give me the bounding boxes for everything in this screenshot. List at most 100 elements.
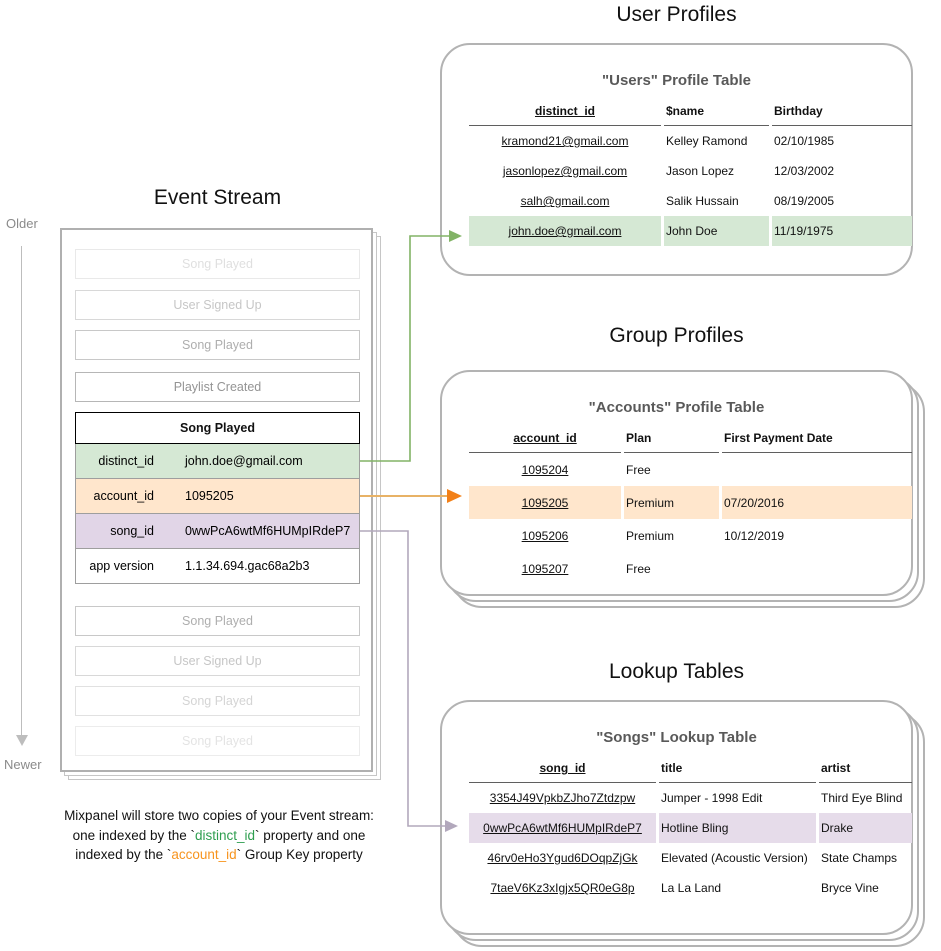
cell-birthday: 11/19/1975: [772, 216, 912, 246]
prop-key: song_id: [110, 524, 154, 538]
event-prop-distinct-id: distinct_id john.doe@gmail.com: [75, 444, 360, 479]
cell-distinct-id: jasonlopez@gmail.com: [502, 164, 628, 178]
cell-plan: Free: [626, 561, 651, 576]
table-row: 1095206 Premium 10/12/2019: [469, 519, 912, 552]
cell-distinct-id: john.doe@gmail.com: [469, 216, 661, 246]
col-plan: Plan: [624, 426, 719, 453]
cell-artist: Drake: [819, 813, 912, 843]
accounts-table-title: "Accounts" Profile Table: [588, 399, 765, 416]
timeline-line: [21, 246, 22, 735]
older-label: Older: [6, 216, 38, 231]
distinct-id-token: distinct_id: [194, 827, 256, 843]
prop-value: 1095205: [185, 489, 234, 503]
prop-value: 0wwPcA6wtMf6HUMpIRdeP7: [185, 524, 351, 538]
cell-artist: State Champs: [821, 851, 898, 865]
cell-first-payment-date: 10/12/2019: [724, 528, 785, 543]
group-profiles-title: Group Profiles: [609, 324, 744, 347]
col-account-id: account_id: [469, 426, 621, 453]
event-prop-song-id: song_id 0wwPcA6wtMf6HUMpIRdeP7: [75, 514, 360, 549]
event-prop-account-id: account_id 1095205: [75, 479, 360, 514]
user-profiles-title: User Profiles: [616, 3, 737, 26]
cell-first-payment-date: [722, 453, 912, 486]
event-prop-app-version: app version 1.1.34.694.gac68a2b3: [75, 549, 360, 584]
table-row-highlighted: 0wwPcA6wtMf6HUMpIRdeP7 Hotline Bling Dra…: [469, 813, 912, 843]
col-name: $name: [664, 99, 769, 126]
users-table: distinct_id $name Birthday kramond21@gma…: [466, 99, 915, 246]
event-item: User Signed Up: [75, 290, 360, 320]
songs-table-title: "Songs" Lookup Table: [596, 729, 757, 746]
cell-title: Jumper - 1998 Edit: [661, 791, 763, 805]
cell-account-id: 1095207: [521, 561, 569, 576]
prop-key: distinct_id: [98, 454, 154, 468]
cell-song-id: 3354J49VpkbZJho7Ztdzpw: [489, 791, 636, 805]
event-stream-panel: Song Played User Signed Up Song Played P…: [60, 228, 373, 772]
cell-name: John Doe: [664, 216, 769, 246]
col-artist: artist: [819, 756, 912, 783]
cell-birthday: 12/03/2002: [774, 164, 835, 178]
table-row: kramond21@gmail.com Kelley Ramond 02/10/…: [469, 126, 912, 156]
table-row: 3354J49VpkbZJho7Ztdzpw Jumper - 1998 Edi…: [469, 783, 912, 813]
table-row: 46rv0eHo3Ygud6DOqpZjGk Elevated (Acousti…: [469, 843, 912, 873]
prop-key: account_id: [93, 489, 154, 503]
table-row: 1095207 Free: [469, 552, 912, 585]
cell-plan: Premium: [624, 486, 719, 519]
col-birthday: Birthday: [772, 99, 912, 126]
event-stream-title: Event Stream: [153, 186, 282, 209]
prop-value: 1.1.34.694.gac68a2b3: [185, 559, 310, 573]
table-row: 7taeV6Kz3xIgjx5QR0eG8p La La Land Bryce …: [469, 873, 912, 903]
group-profiles-card: "Accounts" Profile Table account_id Plan…: [440, 370, 913, 596]
lookup-tables-card: "Songs" Lookup Table song_id title artis…: [440, 700, 913, 935]
table-row-highlighted: 1095205 Premium 07/20/2016: [469, 486, 912, 519]
event-item: Song Played: [75, 330, 360, 360]
prop-key: app version: [89, 559, 154, 573]
accounts-table-header-row: account_id Plan First Payment Date: [469, 426, 912, 453]
table-row: salh@gmail.com Salik Hussain 08/19/2005: [469, 186, 912, 216]
cell-artist: Third Eye Blind: [821, 791, 903, 805]
event-item: Song Played: [75, 249, 360, 279]
user-profiles-card: "Users" Profile Table distinct_id $name …: [440, 43, 913, 276]
event-item: Song Played: [75, 726, 360, 756]
col-title: title: [659, 756, 816, 783]
cell-song-id: 7taeV6Kz3xIgjx5QR0eG8p: [490, 881, 635, 895]
event-item: Song Played: [75, 686, 360, 716]
users-table-title: "Users" Profile Table: [602, 72, 751, 89]
cell-plan: Free: [626, 462, 651, 477]
cell-first-payment-date: 07/20/2016: [722, 486, 912, 519]
cell-account-id: 1095204: [521, 462, 569, 477]
cell-account-id: 1095205: [469, 486, 621, 519]
cell-name: Salik Hussain: [666, 194, 739, 208]
cell-birthday: 02/10/1985: [774, 134, 835, 148]
cell-plan: Premium: [626, 528, 675, 543]
cell-title: Hotline Bling: [659, 813, 816, 843]
caption-line-2: one indexed by the `distinct_id` propert…: [72, 827, 366, 843]
cell-title: Elevated (Acoustic Version): [661, 851, 808, 865]
cell-birthday: 08/19/2005: [774, 194, 835, 208]
timeline-down-arrow-icon: [16, 735, 28, 746]
account-id-token: account_id: [171, 847, 237, 863]
lookup-tables-title: Lookup Tables: [608, 660, 745, 683]
cell-name: Jason Lopez: [666, 164, 735, 178]
songs-table-header-row: song_id title artist: [469, 756, 912, 783]
cell-title: La La Land: [661, 881, 722, 895]
cell-first-payment-date: [722, 552, 912, 585]
songs-table: song_id title artist 3354J49VpkbZJho7Ztd…: [466, 756, 915, 903]
mixpanel-caption: Mixpanel will store two copies of your E…: [38, 806, 400, 865]
users-table-header-row: distinct_id $name Birthday: [469, 99, 912, 126]
caption-line-1: Mixpanel will store two copies of your E…: [64, 808, 374, 823]
cell-distinct-id: salh@gmail.com: [520, 194, 610, 208]
event-item: User Signed Up: [75, 646, 360, 676]
accounts-table: account_id Plan First Payment Date 10952…: [466, 426, 915, 585]
cell-song-id: 46rv0eHo3Ygud6DOqpZjGk: [487, 851, 638, 865]
table-row-highlighted: john.doe@gmail.com John Doe 11/19/1975: [469, 216, 912, 246]
table-row: 1095204 Free: [469, 453, 912, 486]
cell-song-id: 0wwPcA6wtMf6HUMpIRdeP7: [469, 813, 656, 843]
cell-distinct-id: kramond21@gmail.com: [501, 134, 629, 148]
caption-line-3: indexed by the `account_id` Group Key pr…: [75, 847, 363, 863]
col-distinct-id: distinct_id: [469, 99, 661, 126]
col-first-payment-date: First Payment Date: [722, 426, 912, 453]
col-song-id: song_id: [469, 756, 656, 783]
cell-name: Kelley Ramond: [666, 134, 748, 148]
prop-value: john.doe@gmail.com: [185, 454, 303, 468]
newer-label: Newer: [4, 757, 42, 772]
